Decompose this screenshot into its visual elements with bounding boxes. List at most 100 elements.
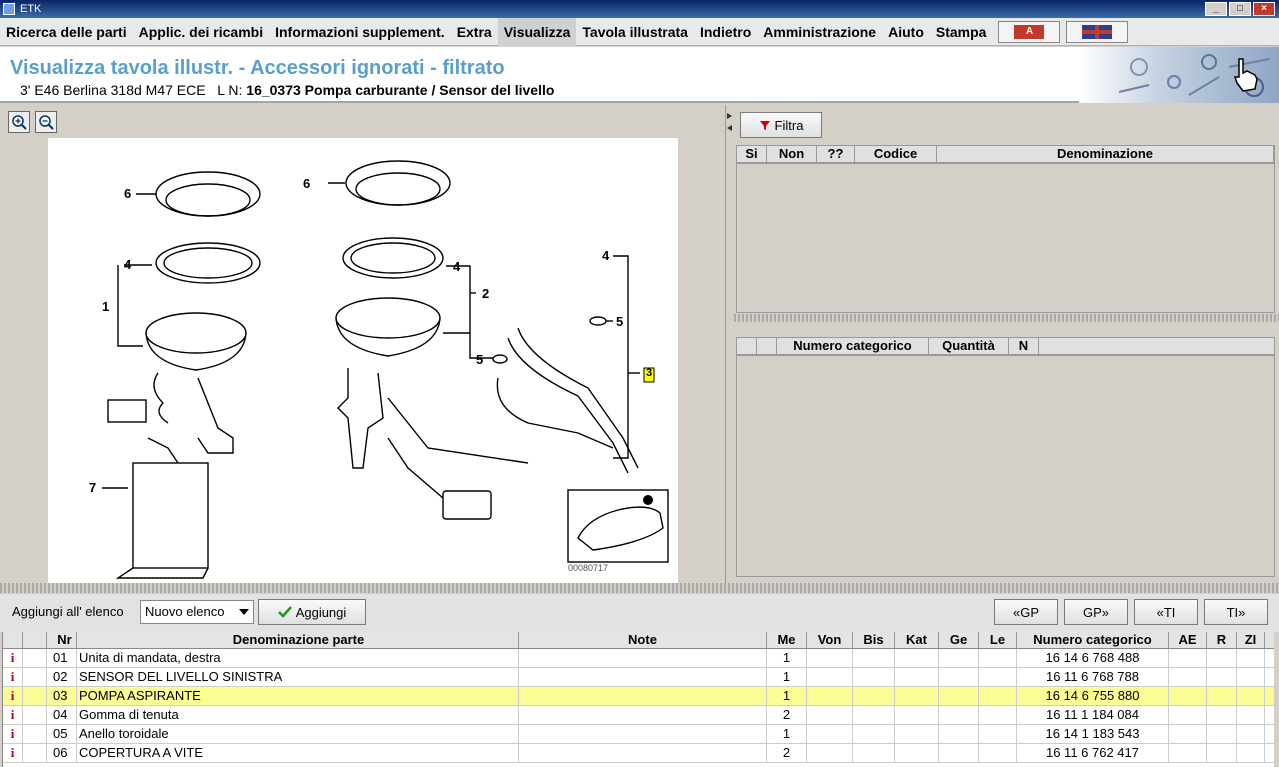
prev-table-button[interactable]: «TI xyxy=(1134,599,1198,625)
info-icon[interactable]: i xyxy=(3,687,23,705)
cell-r xyxy=(1207,744,1237,762)
diagram-label-1[interactable]: 1 xyxy=(102,299,110,314)
diagram-label-5a[interactable]: 5 xyxy=(616,314,624,329)
row-checkbox[interactable] xyxy=(23,668,47,686)
cell-denominazione: SENSOR DEL LIVELLO SINISTRA xyxy=(77,668,519,686)
zoom-in-button[interactable] xyxy=(8,111,30,133)
diagram-label-5b[interactable]: 5 xyxy=(476,352,484,367)
row-checkbox[interactable] xyxy=(23,706,47,724)
prev-group-button[interactable]: «GP xyxy=(994,599,1058,625)
window-titlebar: ETK _ □ × xyxy=(0,0,1279,18)
diagram-label-4b[interactable]: 4 xyxy=(453,259,461,274)
cell-ae xyxy=(1169,744,1207,762)
row-checkbox[interactable] xyxy=(23,649,47,667)
cell-kat xyxy=(895,744,939,762)
filter-button[interactable]: Filtra xyxy=(740,112,822,138)
cell-note xyxy=(519,744,767,762)
col-denominazione-parte[interactable]: Denominazione parte xyxy=(77,632,519,648)
cell-me: 1 xyxy=(767,649,807,667)
info-icon[interactable]: i xyxy=(3,668,23,686)
diagram-label-2[interactable]: 2 xyxy=(482,286,490,301)
diagram-label-4c[interactable]: 4 xyxy=(602,248,610,263)
cell-ge xyxy=(939,706,979,724)
menu-extra[interactable]: Extra xyxy=(456,23,492,40)
zoom-out-button[interactable] xyxy=(35,111,57,133)
cat-col-n[interactable]: N xyxy=(1009,338,1039,354)
menu-applic[interactable]: Applic. dei ricambi xyxy=(138,23,264,40)
zoom-out-icon xyxy=(39,115,54,130)
cell-denominazione: Gomma di tenuta xyxy=(77,706,519,724)
col-r[interactable]: R xyxy=(1207,632,1237,648)
row-checkbox[interactable] xyxy=(23,725,47,743)
col-note[interactable]: Note xyxy=(519,632,767,648)
menu-ricerca[interactable]: Ricerca delle parti xyxy=(6,23,127,40)
cat-col-quantita[interactable]: Quantità xyxy=(929,338,1009,354)
menu-aiuto[interactable]: Aiuto xyxy=(888,23,924,40)
cell-ge xyxy=(939,668,979,686)
col-von[interactable]: Von xyxy=(807,632,853,648)
cat-col-numero[interactable]: Numero categorico xyxy=(777,338,929,354)
row-checkbox[interactable] xyxy=(23,744,47,762)
language-a-button[interactable]: A xyxy=(998,20,1061,43)
row-checkbox[interactable] xyxy=(23,687,47,705)
info-icon[interactable]: i xyxy=(3,649,23,667)
diagram-label-6b[interactable]: 6 xyxy=(303,176,311,191)
vertical-splitter[interactable] xyxy=(726,105,734,583)
col-zi[interactable]: ZI xyxy=(1237,632,1265,648)
col-si[interactable]: Si xyxy=(737,146,767,162)
next-table-button[interactable]: TI» xyxy=(1204,599,1268,625)
filter-button-label: Filtra xyxy=(774,117,804,133)
col-ge[interactable]: Ge xyxy=(939,632,979,648)
menu-amministrazione[interactable]: Amministrazione xyxy=(763,23,877,40)
col-ae[interactable]: AE xyxy=(1169,632,1207,648)
diagram-label-6a[interactable]: 6 xyxy=(124,186,132,201)
col-me[interactable]: Me xyxy=(767,632,807,648)
close-button[interactable]: × xyxy=(1253,2,1275,16)
col-info xyxy=(3,632,23,648)
parts-diagram[interactable]: 6 4 1 7 6 4 2 4 5 5 3 00080717 xyxy=(48,138,678,583)
cell-r xyxy=(1207,687,1237,705)
minimize-button[interactable]: _ xyxy=(1205,2,1227,16)
info-icon[interactable]: i xyxy=(3,744,23,762)
col-bis[interactable]: Bis xyxy=(853,632,895,648)
info-icon[interactable]: i xyxy=(3,706,23,724)
diagram-label-3-highlighted[interactable]: 3 xyxy=(646,367,653,379)
col-nr[interactable]: Nr xyxy=(47,632,77,648)
horizontal-splitter-right[interactable] xyxy=(734,314,1279,322)
col-le[interactable]: Le xyxy=(979,632,1017,648)
menu-visualizza[interactable]: Visualizza xyxy=(497,17,577,46)
menu-stampa[interactable]: Stampa xyxy=(935,23,987,40)
horizontal-splitter-bottom[interactable] xyxy=(0,583,1279,593)
cell-von xyxy=(807,744,853,762)
col-unknown[interactable]: ?? xyxy=(817,146,855,162)
parts-table-header: Nr Denominazione parte Note Me Von Bis K… xyxy=(3,632,1274,649)
page-header: Visualizza tavola illustr. - Accessori i… xyxy=(0,47,1279,103)
info-icon[interactable]: i xyxy=(3,725,23,743)
language-gb-button[interactable] xyxy=(1066,20,1129,43)
menu-tavola[interactable]: Tavola illustrata xyxy=(582,23,688,40)
cell-le xyxy=(979,649,1017,667)
menu-indietro[interactable]: Indietro xyxy=(699,23,752,40)
add-button[interactable]: Aggiungi xyxy=(258,599,366,625)
diagram-label-7[interactable]: 7 xyxy=(89,480,97,495)
hand-cursor-icon xyxy=(1233,58,1258,92)
cell-denominazione: Anello toroidale xyxy=(77,725,519,743)
diagram-label-4a[interactable]: 4 xyxy=(124,257,132,272)
col-non[interactable]: Non xyxy=(767,146,817,162)
col-kat[interactable]: Kat xyxy=(895,632,939,648)
col-codice[interactable]: Codice xyxy=(855,146,937,162)
list-select[interactable]: Nuovo elenco xyxy=(140,600,254,624)
col-numero-categorico[interactable]: Numero categorico xyxy=(1017,632,1169,648)
menu-informazioni[interactable]: Informazioni supplement. xyxy=(275,23,445,40)
next-group-button[interactable]: GP» xyxy=(1064,599,1128,625)
col-denominazione[interactable]: Denominazione xyxy=(937,146,1274,162)
maximize-button[interactable]: □ xyxy=(1229,2,1251,16)
cell-nr: 06 xyxy=(47,744,77,762)
vehicle-label: 3' E46 Berlina 318d M47 ECE xyxy=(20,82,206,98)
